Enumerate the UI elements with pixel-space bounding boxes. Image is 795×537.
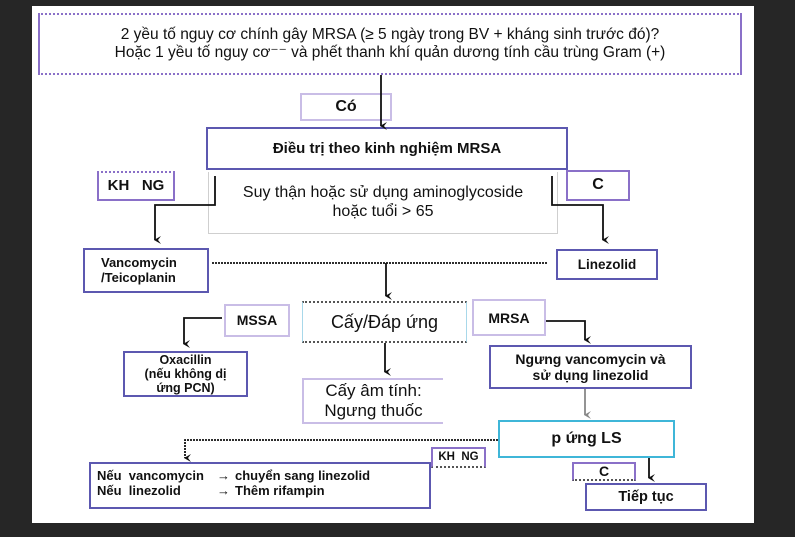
- no-label-left: KH NG: [97, 171, 175, 201]
- yes-label-bottom-text: C: [598, 463, 610, 480]
- negative-culture-box: Cấy âm tính: Ngưng thuốc: [302, 378, 443, 424]
- renal-question-line-2: hoặc tuổi > 65: [332, 202, 434, 220]
- oxacillin-line-2: (nếu không dị: [144, 367, 227, 381]
- renal-age-question-box: Suy thận hoặc sử dụng aminoglycoside hoặ…: [208, 172, 558, 234]
- no-label-bottom-text: KH NG: [438, 450, 479, 463]
- treatment-failure-box: Nếu vancomycin → chuyển sang linezolid N…: [89, 462, 431, 509]
- failure-row-2-condition: Nếu linezolid: [97, 482, 181, 498]
- renal-question-line-1: Suy thận hoặc sử dụng aminoglycoside: [242, 184, 524, 202]
- mssa-label: MSSA: [224, 304, 290, 337]
- question-line-2: Hoặc 1 yều tố nguy cơ⁻⁻ và phết thanh kh…: [114, 44, 666, 61]
- oxacillin-line-3: ứng PCN): [156, 381, 215, 395]
- yes-label-right: C: [566, 170, 630, 201]
- vancomycin-line-2: /Teicoplanin: [101, 269, 176, 285]
- yes-label-right-text: C: [592, 176, 604, 194]
- failure-row-1-condition: Nếu vancomycin: [97, 468, 204, 483]
- failure-row-1-action: chuyển sang linezolid: [235, 468, 371, 483]
- arrow-icon: →: [217, 482, 230, 498]
- empiric-mrsa-therapy-box: Điều trị theo kinh nghiệm MRSA: [206, 127, 568, 170]
- switch-line-1: Ngưng vancomycin và: [515, 350, 666, 367]
- continue-box: Tiếp tục: [585, 483, 707, 511]
- no-label-left-text: KH NG: [107, 177, 165, 195]
- empiric-therapy-text: Điều trị theo kinh nghiệm MRSA: [272, 139, 502, 157]
- linezolid-box: Linezolid: [556, 249, 658, 280]
- yes-label-bottom: C: [572, 462, 636, 481]
- switch-line-2: sử dụng linezolid: [532, 367, 649, 383]
- oxacillin-line-1: Oxacillin: [159, 353, 212, 367]
- oxacillin-box: Oxacillin (nếu không dị ứng PCN): [123, 351, 248, 397]
- no-label-bottom: KH NG: [431, 447, 486, 468]
- question-line-1: 2 yều tố nguy cơ chính gây MRSA (≥ 5 ngà…: [120, 26, 660, 44]
- failure-row-2-action: Thêm rifampin: [235, 482, 325, 498]
- failure-row-1: Nếu vancomycin → chuyển sang linezolid: [97, 468, 429, 484]
- failure-row-2: Nếu linezolid → Thêm rifampin: [97, 482, 429, 499]
- arrow-icon: →: [217, 468, 230, 483]
- mssa-label-text: MSSA: [236, 312, 278, 329]
- clinical-response-text: p ứng LS: [551, 429, 622, 447]
- mrsa-risk-question-box: 2 yều tố nguy cơ chính gây MRSA (≥ 5 ngà…: [38, 13, 742, 75]
- mrsa-label: MRSA: [472, 299, 546, 336]
- mrsa-label-text: MRSA: [488, 310, 530, 326]
- vancomycin-line-1: Vancomycin: [101, 254, 177, 270]
- linezolid-text: Linezolid: [577, 256, 637, 272]
- culture-response-text: Cấy/Đáp ứng: [330, 311, 439, 332]
- clinical-response-box: p ứng LS: [498, 420, 675, 458]
- switch-to-linezolid-box: Ngưng vancomycin và sử dụng linezolid: [489, 345, 692, 389]
- vancomycin-teicoplanin-box: Vancomycin /Teicoplanin: [83, 248, 209, 293]
- yes-label-top-text: Có: [335, 97, 357, 115]
- negative-culture-line-2: Ngưng thuốc: [324, 401, 423, 420]
- continue-text: Tiếp tục: [618, 488, 674, 505]
- culture-response-box: Cấy/Đáp ứng: [302, 301, 467, 343]
- negative-culture-line-1: Cấy âm tính:: [325, 381, 422, 401]
- yes-label-top: Có: [300, 93, 392, 121]
